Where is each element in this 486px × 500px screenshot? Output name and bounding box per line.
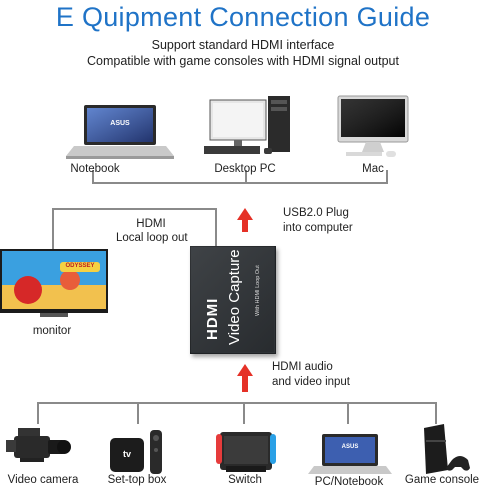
video-capture-device (190, 246, 276, 354)
desktop-pc-label: Desktop PC (214, 163, 276, 175)
loop-out-right-line (215, 208, 217, 246)
camera-drop-line (37, 402, 39, 424)
game-console-label: Game console (404, 474, 480, 486)
page-title: E Quipment Connection Guide (55, 2, 431, 32)
usb-line-1: USB2.0 Plug (283, 207, 349, 219)
input-line-2: and video input (272, 376, 351, 388)
input-line-1: HDMI audio (272, 361, 333, 373)
loop-out-horizontal-line (52, 208, 217, 210)
usb-line-2: into computer (283, 222, 353, 234)
switch-drop-line (243, 402, 245, 424)
hdmi-loop-line-1: HDMI (136, 218, 166, 230)
monitor-screen-text: ODYSSEY (65, 263, 95, 269)
loop-out-left-line (52, 208, 54, 250)
desktop-drop-line (245, 170, 247, 183)
subtitle-line-2: Compatible with game consoles with HDMI … (87, 54, 399, 68)
pcnotebook-drop-line (347, 402, 349, 424)
input-label: HDMI audio and video input (272, 360, 350, 390)
settop-drop-line (137, 402, 139, 424)
console-drop-line (435, 402, 437, 424)
pc-notebook-screen-text: ASUS (341, 444, 359, 450)
mac-label: Mac (362, 163, 384, 175)
top-bus-line (92, 182, 388, 184)
notebook-label: Notebook (70, 163, 120, 175)
usb-up-arrow (237, 208, 253, 232)
subtitle-line-1: Support standard HDMI interface (151, 38, 335, 52)
usb-label: USB2.0 Plug into computer (283, 206, 353, 236)
hdmi-loop-line-2: Local loop out (116, 232, 188, 244)
bottom-bus-line (37, 402, 437, 404)
input-up-arrow (237, 364, 253, 392)
hdmi-loop-label: HDMI Local loop out (116, 217, 188, 245)
notebook-screen-text: ASUS (110, 120, 130, 127)
set-top-box-label: Set-top box (107, 474, 167, 486)
pc-notebook-label: PC/Notebook (314, 476, 384, 488)
device-sheen (190, 246, 274, 352)
video-camera-label: Video camera (7, 474, 79, 486)
monitor-label: monitor (32, 325, 72, 337)
switch-label: Switch (228, 474, 262, 486)
notebook-drop-line (92, 170, 94, 183)
mac-drop-line (386, 170, 388, 183)
set-top-box-screen-text: tv (122, 449, 131, 459)
